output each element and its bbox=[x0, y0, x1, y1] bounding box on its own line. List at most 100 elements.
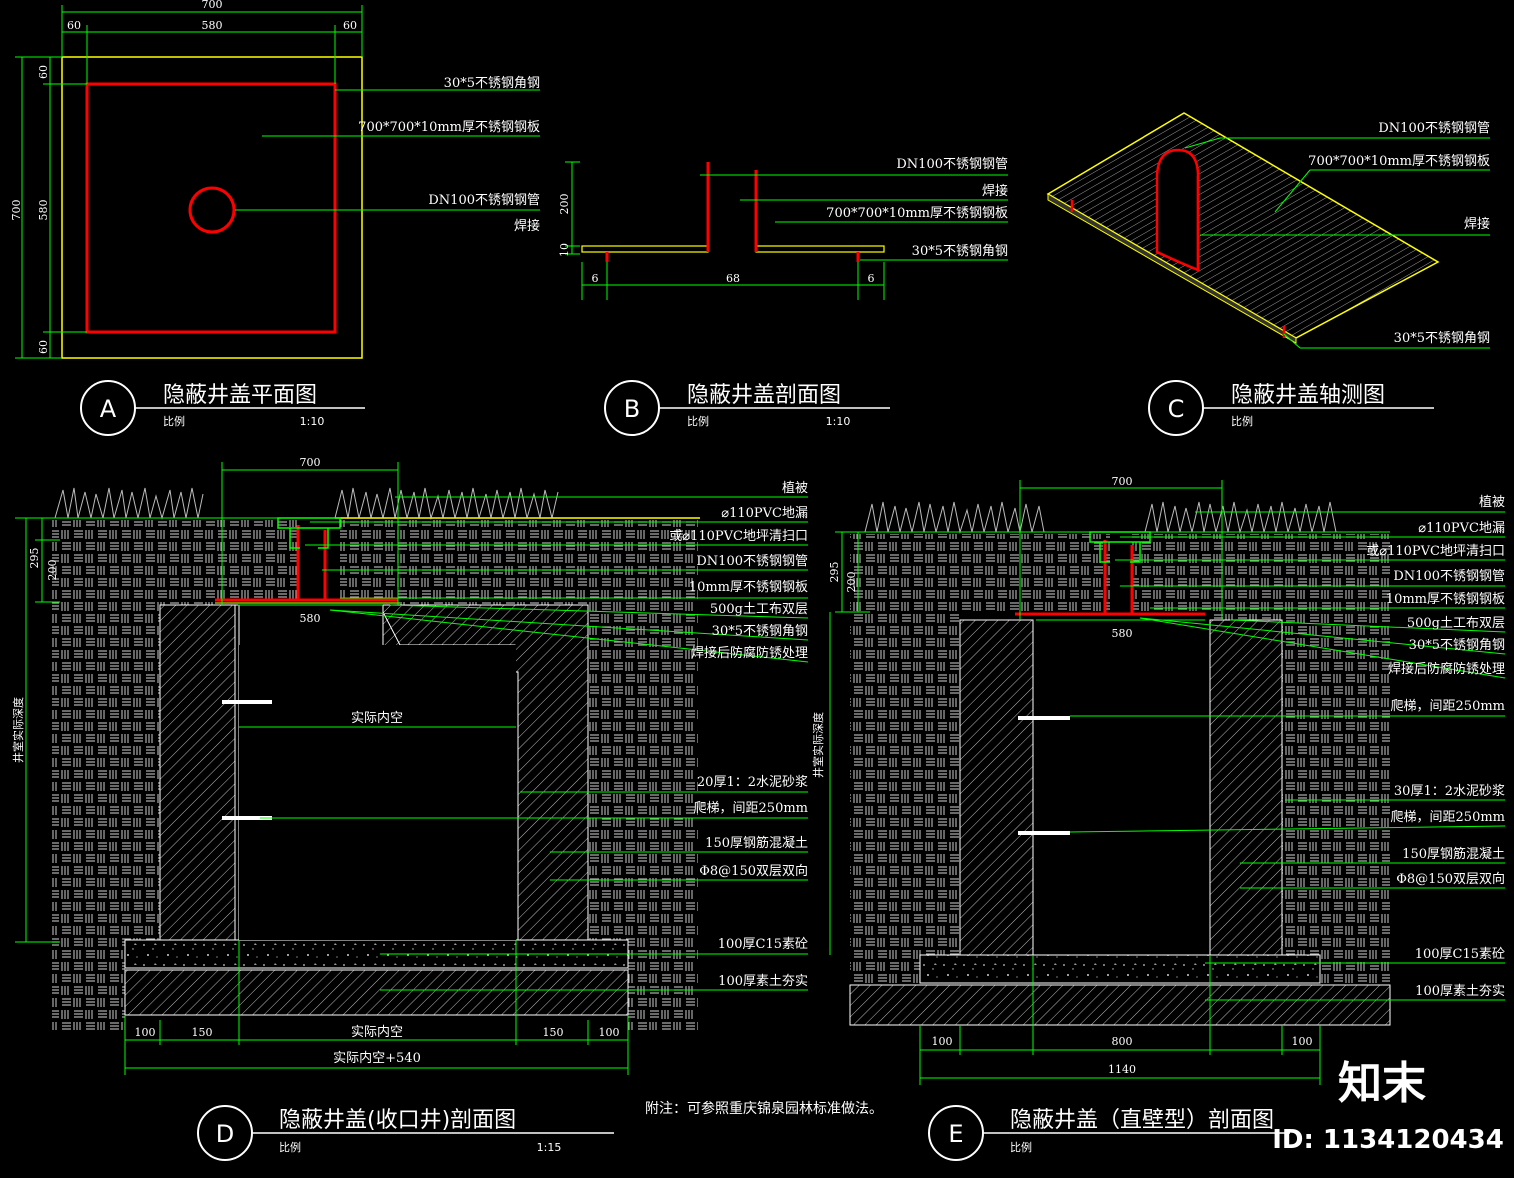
plan-title: 隐蔽井盖平面图 bbox=[163, 383, 317, 408]
section-e-callout: 30*5不锈钢角钢 bbox=[1409, 638, 1505, 653]
section-d-callout: 30*5不锈钢角钢 bbox=[712, 624, 808, 639]
section-e: 700 580 295 200 井室实际深度 100 800 100 1140 … bbox=[811, 475, 1506, 1161]
section-e-dim-b1: 100 bbox=[932, 1035, 953, 1048]
watermark-id: ID: 1134120434 bbox=[1272, 1125, 1504, 1155]
section-plate-right bbox=[755, 245, 885, 253]
section-callout-weld: 焊接 bbox=[982, 183, 1008, 199]
section-e-callout: 爬梯，间距250mm bbox=[1391, 810, 1505, 825]
drawing-note: 附注：可参照重庆锦泉园林标准做法。 bbox=[645, 1100, 883, 1117]
plan-callout-plate: 700*700*10mm厚不锈钢钢板 bbox=[358, 120, 540, 135]
axo-plate bbox=[1046, 112, 1440, 339]
section-e-vegetation bbox=[864, 501, 1337, 534]
section-dim-bot-mid: 68 bbox=[726, 272, 740, 285]
section-e-callout: 爬梯，间距250mm bbox=[1391, 699, 1505, 714]
section-dim-bot-right: 6 bbox=[868, 272, 875, 285]
section-d-vegetation bbox=[54, 487, 559, 520]
section-d-callout: 100厚素土夯实 bbox=[718, 974, 808, 989]
plan-dim-left-bot: 60 bbox=[37, 340, 50, 354]
axo-callout-pipe: DN100不锈钢钢管 bbox=[1378, 121, 1490, 136]
axo-scale-label: 比例 bbox=[1231, 414, 1253, 428]
plan-angle-frame bbox=[85, 82, 337, 334]
plan-scale-label: 比例 bbox=[163, 414, 185, 428]
section-e-callouts: 植被 ⌀110PVC地漏 或⌀110PVC地坪清扫口 DN100不锈钢钢管 10… bbox=[1366, 495, 1505, 999]
axo-callout-angle: 30*5不锈钢角钢 bbox=[1394, 331, 1490, 346]
section-e-dim-b2: 800 bbox=[1112, 1035, 1133, 1048]
section-d-dim-b5: 100 bbox=[599, 1026, 620, 1039]
section-d-callout: 植被 bbox=[782, 481, 808, 496]
section-dim-plate: 10 bbox=[558, 243, 571, 257]
section-d-callout: 焊接后防腐防锈处理 bbox=[691, 645, 808, 661]
section-e-dim-total: 1140 bbox=[1108, 1063, 1136, 1076]
section-d-badge-letter: D bbox=[216, 1120, 234, 1148]
plan-dim-top-left: 60 bbox=[67, 19, 81, 32]
section-e-badge-letter: E bbox=[948, 1120, 963, 1148]
section-d-soil bbox=[52, 520, 298, 1030]
section-d-callout: 或⌀110PVC地坪清扫口 bbox=[669, 529, 808, 544]
plan-callout-weld: 焊接 bbox=[514, 218, 540, 234]
plan-dim-left-total: 700 bbox=[10, 200, 23, 221]
section-d-callout: Φ8@150双层双向 bbox=[699, 863, 808, 879]
section-badge-letter: B bbox=[624, 395, 640, 423]
section-e-dim-left-b: 200 bbox=[845, 572, 858, 593]
section-e-callout: DN100不锈钢钢管 bbox=[1393, 569, 1505, 584]
section-e-scale-label: 比例 bbox=[1010, 1140, 1032, 1154]
section-e-callout: 30厚1：2水泥砂浆 bbox=[1394, 784, 1505, 799]
section-dim-height: 200 bbox=[558, 194, 571, 215]
section-e-dim-top: 700 bbox=[1112, 475, 1133, 488]
section-d-wall-left bbox=[159, 604, 236, 941]
plan-plate-outline bbox=[61, 56, 363, 359]
plan-dim-left-mid: 580 bbox=[37, 200, 50, 221]
section-e-callout: 100厚素土夯实 bbox=[1415, 984, 1505, 999]
plan-scale-value: 1:10 bbox=[300, 415, 325, 428]
section-d-inner-label: 实际内空 bbox=[351, 710, 403, 726]
section-d-callout: 500g土工布双层 bbox=[710, 602, 808, 617]
section-e-callout: 150厚钢筋混凝土 bbox=[1402, 846, 1505, 862]
section-e-callout: Φ8@150双层双向 bbox=[1396, 871, 1505, 887]
section-d-dim-b2: 150 bbox=[192, 1026, 213, 1039]
section-e-dim-left-a: 295 bbox=[828, 562, 841, 583]
section-d-ladder-1 bbox=[222, 700, 272, 704]
axo-callout-weld: 焊接 bbox=[1464, 216, 1490, 232]
section-d-dim-top: 700 bbox=[300, 456, 321, 469]
section-d-callouts: 植被 ⌀110PVC地漏 或⌀110PVC地坪清扫口 DN100不锈钢钢管 10… bbox=[669, 481, 808, 989]
section-d-cover bbox=[215, 525, 398, 602]
section-callout-pipe: DN100不锈钢钢管 bbox=[896, 157, 1008, 172]
plan-dim-total-top: 700 bbox=[202, 0, 223, 11]
section-title: 隐蔽井盖剖面图 bbox=[687, 383, 841, 408]
section-e-cover bbox=[1015, 540, 1205, 616]
section-e-soil bbox=[850, 534, 1110, 1025]
axo-badge-letter: C bbox=[1168, 395, 1185, 423]
section-e-callout: 或⌀110PVC地坪清扫口 bbox=[1366, 544, 1505, 559]
section-d-ladder-2 bbox=[222, 816, 272, 820]
section-d-callout: 爬梯，间距250mm bbox=[694, 801, 808, 816]
section-d-callout: 100厚C15素砼 bbox=[718, 937, 808, 952]
section-d-dim-left-b: 200 bbox=[46, 560, 59, 581]
section-d-base-soil bbox=[124, 969, 629, 1016]
section-view: 200 10 6 68 6 DN100不锈钢钢管 焊接 700*700*10mm… bbox=[558, 157, 1008, 436]
section-e-callout: 10mm厚不锈钢钢板 bbox=[1386, 592, 1505, 607]
section-d-dim-total: 实际内空+540 bbox=[333, 1050, 421, 1066]
section-e-base-concrete bbox=[919, 954, 1321, 984]
plan-dim-top-right: 60 bbox=[343, 19, 357, 32]
section-e-callout: ⌀110PVC地漏 bbox=[1418, 520, 1505, 536]
axo-view: DN100不锈钢钢管 700*700*10mm厚不锈钢钢板 焊接 30*5不锈钢… bbox=[1046, 112, 1490, 436]
section-callout-plate: 700*700*10mm厚不锈钢钢板 bbox=[826, 206, 1008, 221]
section-e-base-soil bbox=[849, 984, 1391, 1026]
section-e-dim-b3: 100 bbox=[1292, 1035, 1313, 1048]
section-d-callout: ⌀110PVC地漏 bbox=[721, 505, 808, 521]
section-d-dim-b3: 实际内空 bbox=[351, 1024, 403, 1040]
section-e-wall-left bbox=[959, 619, 1034, 956]
section-e-callout: 焊接后防腐防锈处理 bbox=[1388, 661, 1505, 677]
axo-title: 隐蔽井盖轴测图 bbox=[1231, 383, 1385, 408]
section-callout-angle: 30*5不锈钢角钢 bbox=[912, 244, 1008, 259]
watermark: 知末 ID: 1134120434 bbox=[1272, 1058, 1504, 1155]
section-e-ladder-1 bbox=[1018, 716, 1070, 720]
axo-pipe bbox=[1155, 148, 1200, 272]
plan-dim-top-mid: 580 bbox=[202, 19, 223, 32]
section-d-scale-label: 比例 bbox=[279, 1140, 301, 1154]
section-scale-label: 比例 bbox=[687, 414, 709, 428]
section-e-callout: 植被 bbox=[1479, 495, 1505, 510]
section-d-dim-b1: 100 bbox=[135, 1026, 156, 1039]
axo-callout-plate: 700*700*10mm厚不锈钢钢板 bbox=[1308, 154, 1490, 169]
section-d-callout: DN100不锈钢钢管 bbox=[696, 554, 808, 569]
